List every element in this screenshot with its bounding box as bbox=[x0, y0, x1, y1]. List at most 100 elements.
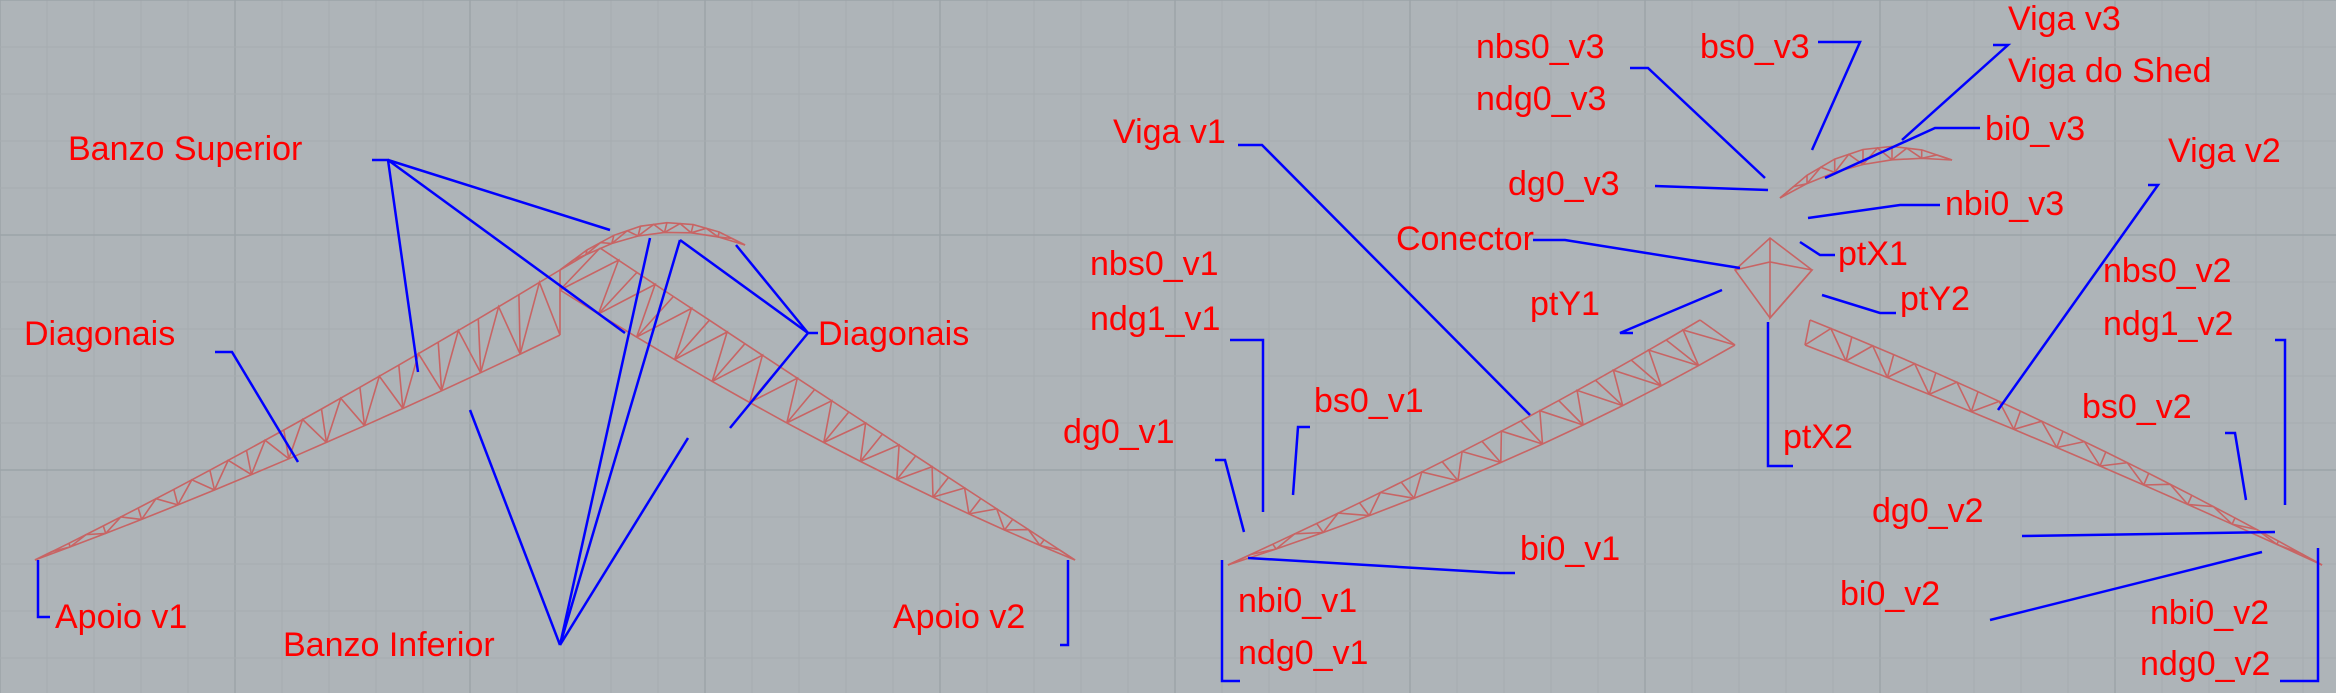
diagonal-pair bbox=[288, 418, 327, 460]
label-nbi0-v3: nbi0_v3 bbox=[1945, 185, 2064, 223]
vertical bbox=[2276, 540, 2280, 545]
truss-structures bbox=[34, 145, 2323, 566]
vertical bbox=[690, 224, 694, 233]
diagonal-pair bbox=[611, 229, 639, 245]
vertical bbox=[1699, 319, 1736, 346]
label-viga-v3: Viga v3 bbox=[2008, 0, 2121, 38]
label-ndg1-v1: ndg1_v1 bbox=[1090, 300, 1220, 338]
leader-viga-v1 bbox=[1238, 143, 1531, 416]
diagonal-pair bbox=[637, 223, 665, 237]
diagonal-pair bbox=[1971, 400, 2015, 430]
connector-shape bbox=[1733, 236, 1814, 320]
label-viga-do-shed: Viga do Shed bbox=[2008, 52, 2212, 90]
diagonal-pair bbox=[2231, 523, 2278, 546]
leader-banzo-inferior-c bbox=[558, 239, 682, 646]
vertical bbox=[611, 235, 615, 244]
leader-dg0-v2 bbox=[2021, 530, 2276, 538]
diagonal-pair bbox=[1845, 344, 1889, 378]
vertical bbox=[1520, 420, 1544, 445]
vertical bbox=[1558, 400, 1584, 426]
truss-left-v2 bbox=[559, 247, 1076, 561]
leader-diagonais-right-b bbox=[735, 244, 809, 334]
leader-diagonais-right-c bbox=[729, 332, 809, 429]
leader-banzo-inferior-d bbox=[558, 437, 690, 646]
diagonal-pair bbox=[177, 478, 215, 506]
truss-right-v3 bbox=[1779, 145, 1953, 199]
label-ndg1-v2: ndg1_v2 bbox=[2103, 305, 2233, 343]
top-chord bbox=[559, 221, 746, 271]
leader-ptX2 bbox=[1766, 322, 1793, 468]
label-ndg0-v1: ndg0_v1 bbox=[1238, 634, 1368, 672]
label-ptY1: ptY1 bbox=[1530, 285, 1600, 323]
vertical bbox=[786, 389, 816, 424]
diagonal-pair bbox=[440, 328, 482, 392]
vertical bbox=[209, 470, 216, 491]
leader-apoio-v1 bbox=[36, 560, 50, 619]
bottom-chord bbox=[559, 231, 746, 271]
diagonal-pair bbox=[1647, 348, 1699, 387]
leader-banzo-inferior-a bbox=[468, 409, 562, 646]
vertical bbox=[2013, 410, 2022, 430]
diagonal-pair bbox=[717, 236, 746, 246]
diagonal-pair bbox=[105, 516, 142, 534]
diagonal-pair bbox=[213, 459, 252, 491]
diagonal-pair bbox=[932, 486, 970, 515]
label-nbs0-v3: nbs0_v3 bbox=[1476, 28, 1605, 66]
label-nbi0-v2: nbi0_v2 bbox=[2150, 594, 2269, 632]
diagonal-pair bbox=[34, 546, 71, 561]
vertical bbox=[859, 433, 884, 462]
label-diagonais-right: Diagonais bbox=[818, 315, 969, 353]
leader-nbs0-v2 bbox=[2275, 338, 2287, 505]
diagonal-pair bbox=[968, 507, 1006, 531]
diagonal-pair bbox=[559, 258, 620, 315]
diagonal-pair bbox=[1413, 471, 1459, 499]
label-dg0-v1: dg0_v1 bbox=[1063, 413, 1175, 451]
vertical bbox=[1845, 336, 1853, 362]
leader-nbi0-v1 bbox=[1220, 560, 1240, 683]
diagonal-pair bbox=[1612, 368, 1662, 406]
diagonal-pair bbox=[363, 374, 404, 426]
leader-bi0-v3 bbox=[1824, 126, 1980, 180]
vertical bbox=[398, 365, 404, 409]
diagonal-pair bbox=[1004, 528, 1041, 546]
leader-banzo-superior-a bbox=[372, 158, 420, 373]
vertical bbox=[102, 525, 107, 534]
label-bi0-v3: bi0_v3 bbox=[1985, 110, 2085, 148]
vertical bbox=[173, 489, 179, 506]
vertical bbox=[636, 295, 674, 338]
label-apoio-v1: Apoio v1 bbox=[55, 598, 187, 636]
diagonal-pair bbox=[1921, 154, 1953, 161]
connector-inner bbox=[1734, 238, 1814, 321]
label-banzo-inferior: Banzo Inferior bbox=[283, 626, 495, 664]
diagonal-pair bbox=[690, 227, 719, 238]
label-ptY2: ptY2 bbox=[1900, 280, 1970, 318]
label-nbi0-v1: nbi0_v1 bbox=[1238, 582, 1357, 620]
diagonal-pair bbox=[1891, 147, 1923, 161]
leader-nbs0-v3 bbox=[1630, 66, 1766, 179]
diagonal-pair bbox=[749, 376, 799, 424]
vertical bbox=[597, 271, 638, 315]
leader-viga-v3 bbox=[1901, 43, 2012, 141]
diagonal-pair bbox=[786, 399, 833, 443]
vertical bbox=[245, 450, 253, 475]
diagonal-pair bbox=[479, 304, 521, 373]
label-viga-v1: Viga v1 bbox=[1113, 113, 1226, 151]
diagonal-pair bbox=[2013, 420, 2058, 448]
vertical bbox=[2099, 451, 2107, 467]
diagonal-pair bbox=[1275, 531, 1324, 550]
diagonal-pair bbox=[598, 282, 657, 338]
label-bs0-v3: bs0_v3 bbox=[1700, 28, 1810, 66]
leader-nbi0-v2 bbox=[2280, 548, 2320, 683]
diagonal-pair bbox=[1457, 450, 1502, 481]
truss-right-v1 bbox=[1227, 319, 1736, 566]
vertical bbox=[437, 342, 443, 391]
diagonal-pair bbox=[1576, 389, 1623, 426]
diagonal-pair bbox=[559, 254, 587, 271]
leader-viga-v2 bbox=[1996, 183, 2161, 411]
diagonal-pair bbox=[325, 396, 366, 443]
vertical bbox=[1441, 461, 1459, 482]
vertical bbox=[896, 455, 917, 481]
vertical bbox=[823, 411, 850, 444]
